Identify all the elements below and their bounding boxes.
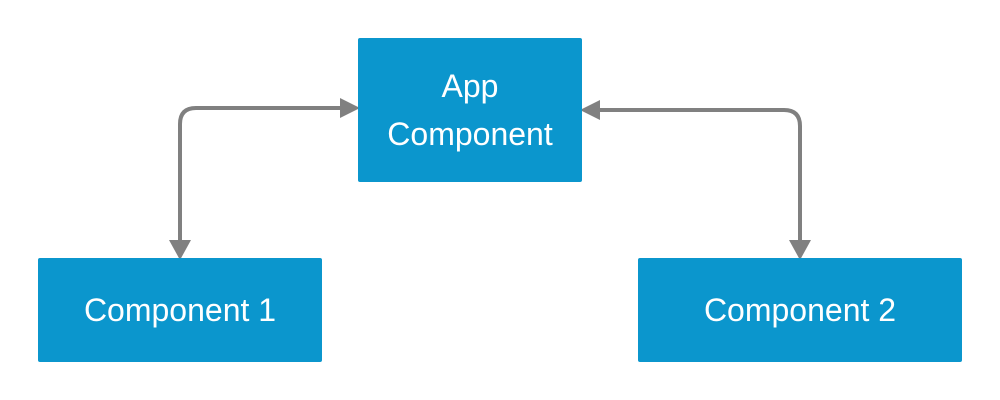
node-app-component: App Component	[358, 38, 582, 182]
node-app-label-line2: Component	[387, 116, 553, 152]
edge-app-component2	[592, 108, 802, 246]
node-component-2: Component 2	[638, 258, 962, 362]
node-component-1: Component 1	[38, 258, 322, 362]
edge-app-component1	[178, 106, 348, 246]
node-component-2-label: Component 2	[703, 292, 897, 328]
arrowhead-to-component1	[169, 240, 191, 260]
arrowhead-to-app-right	[580, 100, 600, 120]
node-component-1-label: Component 1	[83, 292, 277, 328]
arrowhead-to-app-left	[340, 98, 360, 118]
node-app-label-line1: App	[441, 68, 499, 104]
arrowhead-to-component2	[789, 240, 811, 260]
